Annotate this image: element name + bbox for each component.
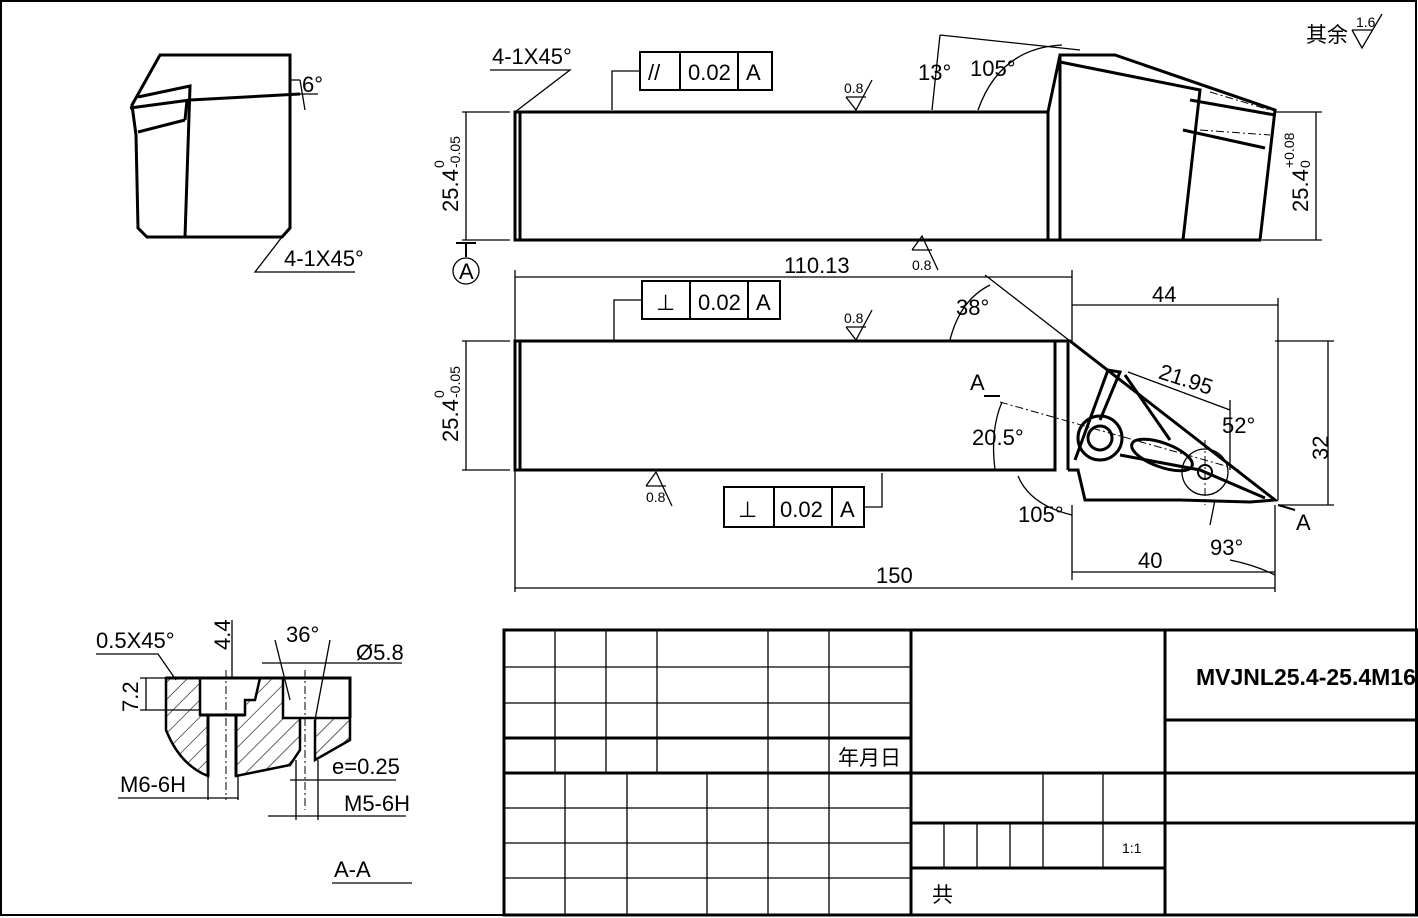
diameter-label: Ø5.8 <box>356 640 404 665</box>
height-nominal: 25.4 <box>438 399 463 442</box>
dim-32-label: 32 <box>1308 436 1333 460</box>
angle-52-label: 52° <box>1222 413 1255 438</box>
eccentric-label: e=0.25 <box>332 754 400 779</box>
tolerance-value: 0.02 <box>780 497 823 522</box>
parallelism-tolerance-frame: // 0.02 A <box>611 51 773 110</box>
angle-105-label: 105° <box>970 56 1016 81</box>
angle-36-label: 36° <box>286 622 319 647</box>
tolerance-value: 0.02 <box>688 60 731 85</box>
parallelism-symbol: // <box>648 60 661 85</box>
dim-44-label: 44 <box>1152 282 1176 307</box>
height-right-nominal: 25.4 <box>1288 169 1313 212</box>
section-mark-top: A <box>970 370 985 395</box>
part-number: MVJNL25.4-25.4M16 <box>1196 664 1416 690</box>
side-view: 6° 4-1X45° <box>129 53 364 273</box>
surface-finish-value: 1.6 <box>1356 14 1376 30</box>
height-left-nominal: 25.4 <box>438 169 463 212</box>
tolerance-datum: A <box>746 60 761 85</box>
section-chamfer-label: 0.5X45° <box>96 628 175 653</box>
roughness-bottom: 0.8 <box>646 489 666 505</box>
angle-13-label: 13° <box>918 60 951 85</box>
length-150-label: 150 <box>876 563 913 588</box>
datum-label: A <box>459 259 474 284</box>
height-left-lower: -0.05 <box>447 136 463 168</box>
datum-a-circle <box>452 257 480 285</box>
section-title: A-A <box>334 857 371 882</box>
section-mark-bottom: A <box>1296 510 1311 535</box>
angle-38-label: 38° <box>956 295 989 320</box>
total-label: 共 <box>932 883 953 907</box>
surface-finish-note: 其余 1.6 <box>1306 13 1383 50</box>
dim-7-2-label: 7.2 <box>118 681 143 712</box>
thread-m5-label: M5-6H <box>344 791 410 816</box>
height-right-upper: +0.08 <box>1281 132 1297 168</box>
section-view-a-a: 7.2 0.5X45° 4.4 36° Ø5.8 M6-6H e=0.25 M5… <box>96 619 412 884</box>
perpendicularity-symbol: ⊥ <box>738 497 757 522</box>
roughness-top: 0.8 <box>844 310 864 326</box>
date-label: 年月日 <box>838 746 901 770</box>
side-angle-label: 6° <box>302 72 323 97</box>
height-left-upper: 0 <box>431 160 447 168</box>
thread-m6-label: M6-6H <box>120 772 186 797</box>
title-block: MVJNL25.4-25.4M16 年月日 1:1 共 <box>502 628 1418 917</box>
tolerance-datum: A <box>756 290 771 315</box>
roughness-bottom: 0.8 <box>912 257 932 273</box>
top-chamfer-label: 4-1X45° <box>492 44 572 69</box>
length-110-label: 110.13 <box>784 253 850 278</box>
surface-finish-label: 其余 <box>1306 23 1348 47</box>
dim-4-4-label: 4.4 <box>210 619 235 650</box>
perpendicularity-tolerance-frame-bottom: ⊥ 0.02 A <box>723 473 883 528</box>
scale-value: 1:1 <box>1122 840 1142 856</box>
angle-93-label: 93° <box>1210 535 1243 560</box>
height-upper: 0 <box>431 390 447 398</box>
tolerance-datum: A <box>840 497 855 522</box>
dim-40-label: 40 <box>1138 548 1162 573</box>
height-lower: -0.05 <box>447 366 463 398</box>
height-right-lower: 0 <box>1297 160 1313 168</box>
perpendicularity-tolerance-frame-top: ⊥ 0.02 A <box>613 280 781 340</box>
front-view: 110.13 ⊥ 0.02 A 0.8 38° 44 A 21.95 52° 2… <box>431 253 1334 592</box>
tolerance-value: 0.02 <box>698 290 741 315</box>
top-view: 4-1X45° // 0.02 A 0.8 0.8 13° 105° 25.4 … <box>431 34 1322 285</box>
roughness-symbol-icon <box>1351 13 1383 50</box>
roughness-top: 0.8 <box>844 80 864 96</box>
angle-20-5-label: 20.5° <box>972 425 1024 450</box>
side-chamfer-label: 4-1X45° <box>284 246 364 271</box>
angle-105-label: 105° <box>1018 502 1064 527</box>
perpendicularity-symbol: ⊥ <box>656 290 675 315</box>
